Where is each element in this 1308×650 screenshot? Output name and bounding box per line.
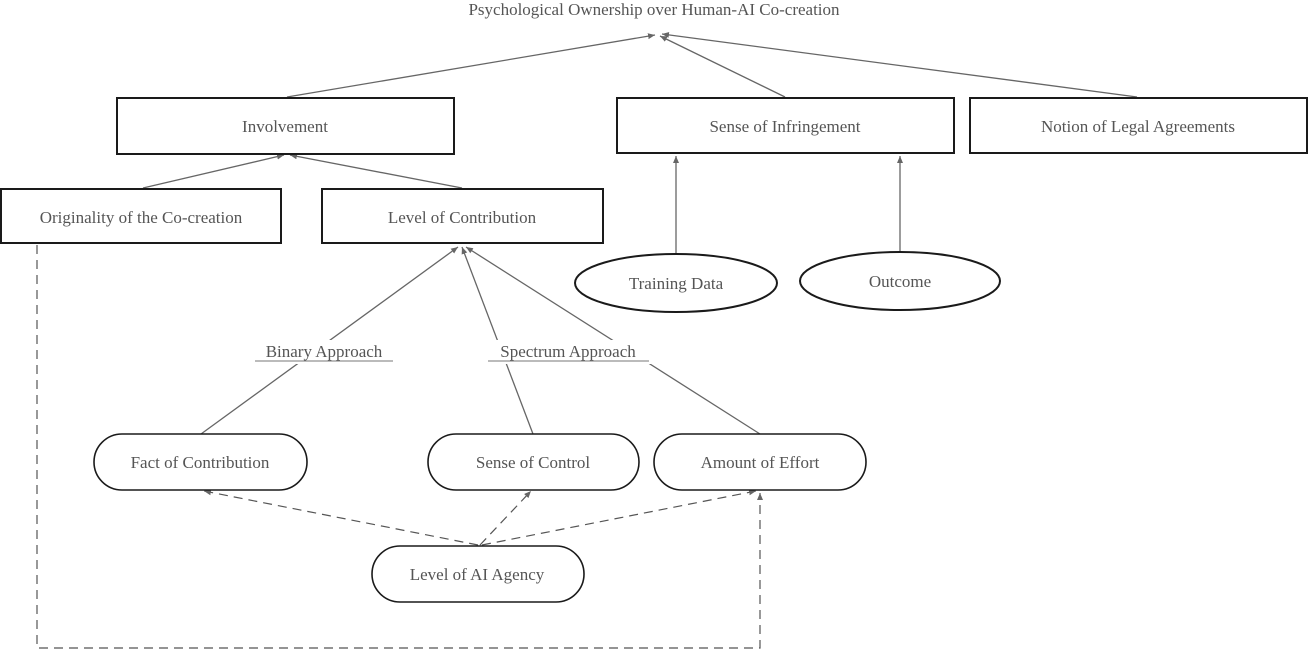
node-training: Training Data xyxy=(574,253,778,313)
dashed-originality-to-effort xyxy=(36,245,763,649)
edge-involvement-to-root xyxy=(286,33,656,98)
edge-originality-to-involvement xyxy=(142,153,285,189)
dashed-agency-to-control xyxy=(479,490,532,546)
node-effort-label: Amount of Effort xyxy=(701,453,820,472)
edge-label-spectrum: Spectrum Approach xyxy=(484,340,652,364)
node-infringement: Sense of Infringement xyxy=(616,97,955,154)
node-agency-label: Level of AI Agency xyxy=(410,565,545,584)
dashed-agency-to-effort xyxy=(481,489,757,546)
node-contribution-label: Level of Contribution xyxy=(388,208,537,227)
root-title: Psychological Ownership over Human-AI Co… xyxy=(468,0,840,19)
node-legal-label: Notion of Legal Agreements xyxy=(1041,117,1235,136)
edge-contribution-to-involvement xyxy=(289,153,463,189)
node-originality-label: Originality of the Co-creation xyxy=(40,208,243,227)
dashed-edges xyxy=(36,245,763,649)
node-effort: Amount of Effort xyxy=(653,433,867,491)
solid-edges xyxy=(142,31,1138,435)
node-control-label: Sense of Control xyxy=(476,453,591,472)
node-legal: Notion of Legal Agreements xyxy=(969,97,1308,154)
node-infringement-label: Sense of Infringement xyxy=(709,117,860,136)
edge-legal-to-root xyxy=(661,31,1138,98)
node-involvement-label: Involvement xyxy=(242,117,328,136)
node-fact-label: Fact of Contribution xyxy=(131,453,270,472)
node-agency: Level of AI Agency xyxy=(371,545,585,603)
node-outcome: Outcome xyxy=(799,251,1001,311)
node-originality: Originality of the Co-creation xyxy=(0,188,282,244)
node-control: Sense of Control xyxy=(427,433,640,491)
edge-label-binary-text: Binary Approach xyxy=(266,342,383,361)
edge-label-spectrum-text: Spectrum Approach xyxy=(500,342,636,361)
edge-infringement-to-root xyxy=(659,35,786,98)
node-outcome-label: Outcome xyxy=(869,272,931,291)
node-training-label: Training Data xyxy=(629,274,724,293)
node-involvement: Involvement xyxy=(116,97,455,155)
node-contribution: Level of Contribution xyxy=(321,188,604,244)
dashed-agency-to-fact xyxy=(203,489,479,546)
edge-label-binary: Binary Approach xyxy=(252,340,396,364)
node-fact: Fact of Contribution xyxy=(93,433,308,491)
